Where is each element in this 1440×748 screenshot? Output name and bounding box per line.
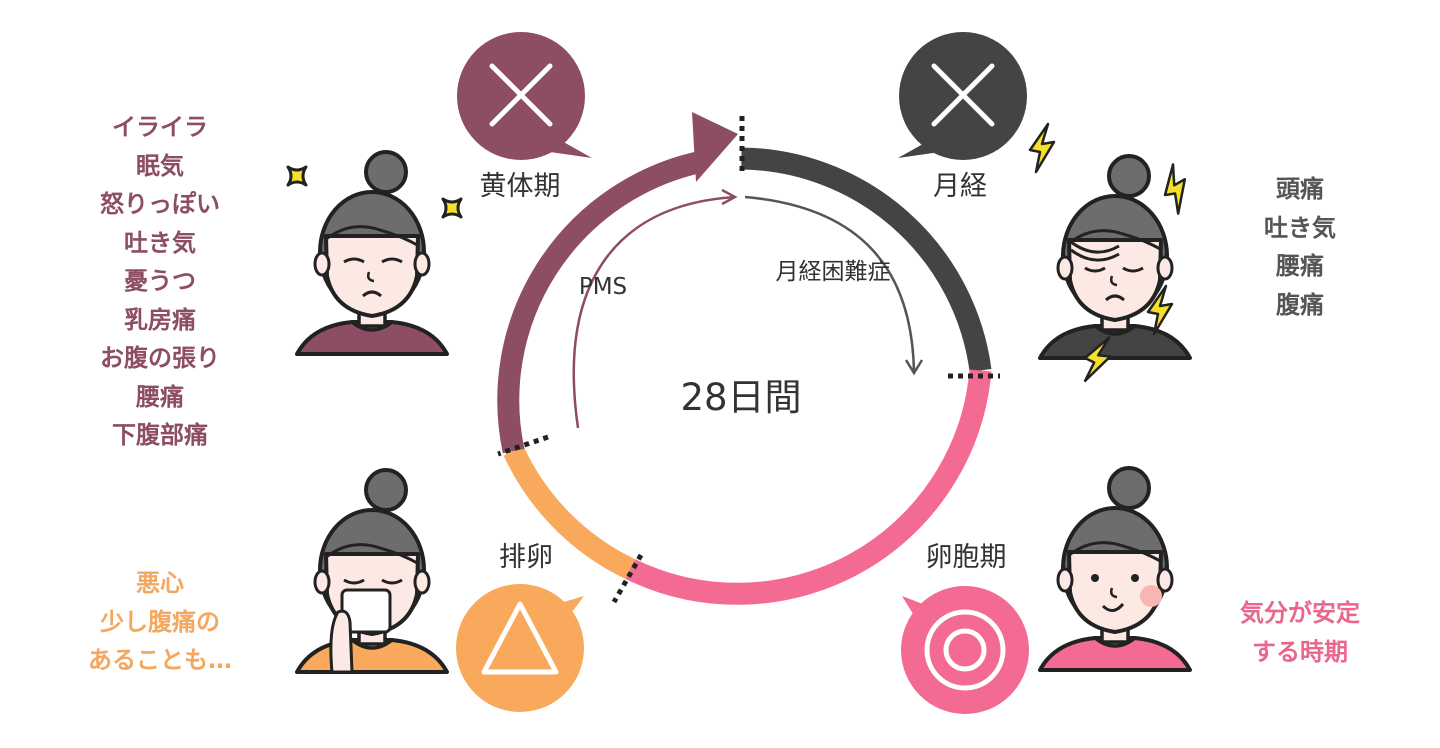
cross-icon <box>489 63 553 127</box>
anger-icon <box>286 165 308 187</box>
symptom-item: 吐き気 <box>1264 213 1336 242</box>
symptom-item: 腹痛 <box>1276 290 1324 319</box>
symptom-item: 頭痛 <box>1276 175 1324 203</box>
cycle-arc-luteal <box>497 151 703 454</box>
symptom-item: 下腹部痛 <box>112 421 208 449</box>
cycle-arc-menstrual <box>741 147 992 372</box>
symptom-item: する時期 <box>1252 637 1348 666</box>
dysmenorrhea-arrow <box>744 195 916 373</box>
triangle-icon <box>481 601 559 675</box>
follicular-double-circle-badge <box>901 586 1029 714</box>
luteal-woman-figure <box>295 150 449 356</box>
symptom-item: 憂うつ <box>124 267 196 295</box>
lightning-icon <box>1028 122 1056 174</box>
symptom-item: 少し腹痛の <box>100 607 220 636</box>
ovulation-symptom-list: 悪心 少し腹痛の あることも… <box>60 564 260 680</box>
phase-label-luteal: 黄体期 <box>480 171 561 202</box>
symptom-item: 気分が安定 <box>1240 599 1360 627</box>
phase-label-menstrual: 月経 <box>933 171 987 202</box>
symptom-item: 腰痛 <box>1276 252 1324 280</box>
lightning-icon <box>1154 161 1197 217</box>
anger-icon <box>441 197 463 219</box>
luteal-symptom-list: イライラ 眠気 怒りっぽい 吐き気 憂うつ 乳房痛 お腹の張り 腰痛 下腹部痛 <box>60 108 260 455</box>
dysmenorrhea-label: 月経困難症 <box>776 259 891 285</box>
follicular-woman-figure <box>1038 466 1192 672</box>
ovulation-triangle-badge <box>456 584 584 712</box>
cycle-arc-ovulation <box>503 446 636 579</box>
luteal-x-badge <box>457 32 592 160</box>
cycle-arc-follicular <box>625 369 992 605</box>
cycle-length-label: 28日間 <box>680 376 801 419</box>
symptom-item: 眠気 <box>136 151 184 180</box>
symptom-item: 乳房痛 <box>124 305 196 334</box>
cheek-blush <box>1140 585 1162 607</box>
double-circle-icon <box>924 609 1006 691</box>
cross-icon <box>931 63 995 127</box>
symptom-item: 腰痛 <box>136 382 184 411</box>
pms-arrow <box>572 195 736 429</box>
symptom-item: 怒りっぽい <box>100 190 220 218</box>
symptom-item: イライラ <box>112 113 208 141</box>
menstrual-symptom-list: 頭痛 吐き気 腰痛 腹痛 <box>1230 170 1370 324</box>
cycle-arrowhead <box>692 112 738 182</box>
symptom-item: お腹の張り <box>100 344 220 372</box>
symptom-item: 悪心 <box>136 569 184 597</box>
ovulation-woman-figure <box>295 468 449 674</box>
pms-label: PMS <box>579 274 627 300</box>
menstrual-x-badge <box>898 32 1027 160</box>
symptom-item: あることも… <box>88 646 232 674</box>
phase-label-ovulation: 排卵 <box>499 542 553 573</box>
menstrual-woman-figure <box>1038 154 1192 360</box>
follicular-symptom-list: 気分が安定 する時期 <box>1200 594 1400 671</box>
symptom-item: 吐き気 <box>124 228 196 257</box>
phase-label-follicular: 卵胞期 <box>926 542 1007 573</box>
